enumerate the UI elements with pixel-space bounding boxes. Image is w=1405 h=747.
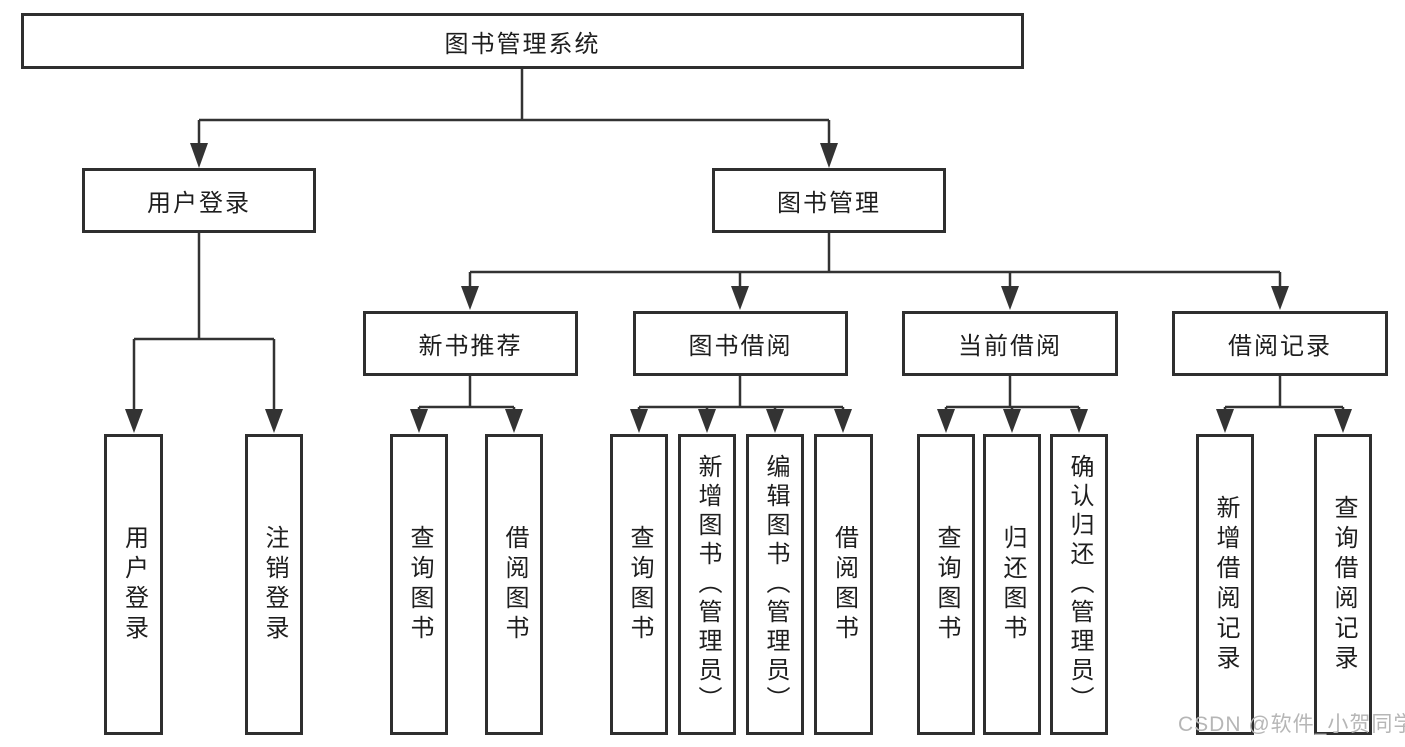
leaf-query-books-borrowing: 查询图书 xyxy=(610,434,668,735)
leaf-return-books: 归还图书 xyxy=(983,434,1041,735)
leaf-logout-label: 注销登录 xyxy=(261,524,288,645)
node-library-system: 图书管理系统 xyxy=(21,13,1024,69)
leaf-borrow-books-recommend: 借阅图书 xyxy=(485,434,543,735)
leaf-user-login-label: 用户登录 xyxy=(120,524,148,645)
leaf-add-book-admin-label: 新增图书（管理员） xyxy=(694,454,721,715)
node-user-login-label: 用户登录 xyxy=(147,190,251,217)
watermark: CSDN @软件_小贺同学 xyxy=(1178,713,1405,736)
leaf-query-books-current: 查询图书 xyxy=(917,434,975,735)
leaf-borrow-books-recommend-label: 借阅图书 xyxy=(501,524,528,645)
node-book-management-label: 图书管理 xyxy=(777,190,881,217)
node-borrowing-records: 借阅记录 xyxy=(1172,311,1388,376)
leaf-edit-book-admin-label: 编辑图书（管理员） xyxy=(762,454,789,715)
leaf-return-books-label: 归还图书 xyxy=(999,524,1026,645)
node-library-system-label: 图书管理系统 xyxy=(444,30,601,58)
leaf-confirm-return-admin: 确认归还（管理员） xyxy=(1050,434,1108,735)
leaf-borrow-books-borrowing-label: 借阅图书 xyxy=(830,524,858,645)
node-book-management: 图书管理 xyxy=(712,168,946,233)
node-new-book-recommendation: 新书推荐 xyxy=(363,311,578,376)
leaf-add-borrow-record: 新增借阅记录 xyxy=(1196,434,1254,735)
node-book-borrowing-label: 图书借阅 xyxy=(688,333,793,360)
node-new-book-recommendation-label: 新书推荐 xyxy=(418,333,523,360)
leaf-confirm-return-admin-label: 确认归还（管理员） xyxy=(1066,454,1093,715)
node-current-borrowing: 当前借阅 xyxy=(902,311,1118,376)
leaf-query-books-borrowing-label: 查询图书 xyxy=(626,524,653,645)
leaf-user-login: 用户登录 xyxy=(104,434,163,735)
node-book-borrowing: 图书借阅 xyxy=(633,311,848,376)
leaf-add-book-admin: 新增图书（管理员） xyxy=(678,434,736,735)
leaf-query-books-current-label: 查询图书 xyxy=(933,524,960,645)
leaf-query-borrow-record: 查询借阅记录 xyxy=(1314,434,1372,735)
leaf-edit-book-admin: 编辑图书（管理员） xyxy=(746,434,804,735)
leaf-borrow-books-borrowing: 借阅图书 xyxy=(814,434,873,735)
leaf-query-borrow-record-label: 查询借阅记录 xyxy=(1330,494,1357,675)
node-borrowing-records-label: 借阅记录 xyxy=(1228,333,1332,360)
leaf-query-books-recommend: 查询图书 xyxy=(390,434,448,735)
leaf-query-books-recommend-label: 查询图书 xyxy=(406,524,433,645)
node-user-login: 用户登录 xyxy=(82,168,316,233)
leaf-logout: 注销登录 xyxy=(245,434,303,735)
node-current-borrowing-label: 当前借阅 xyxy=(958,333,1062,360)
arrowheads xyxy=(125,143,1352,433)
leaf-add-borrow-record-label: 新增借阅记录 xyxy=(1212,494,1239,675)
